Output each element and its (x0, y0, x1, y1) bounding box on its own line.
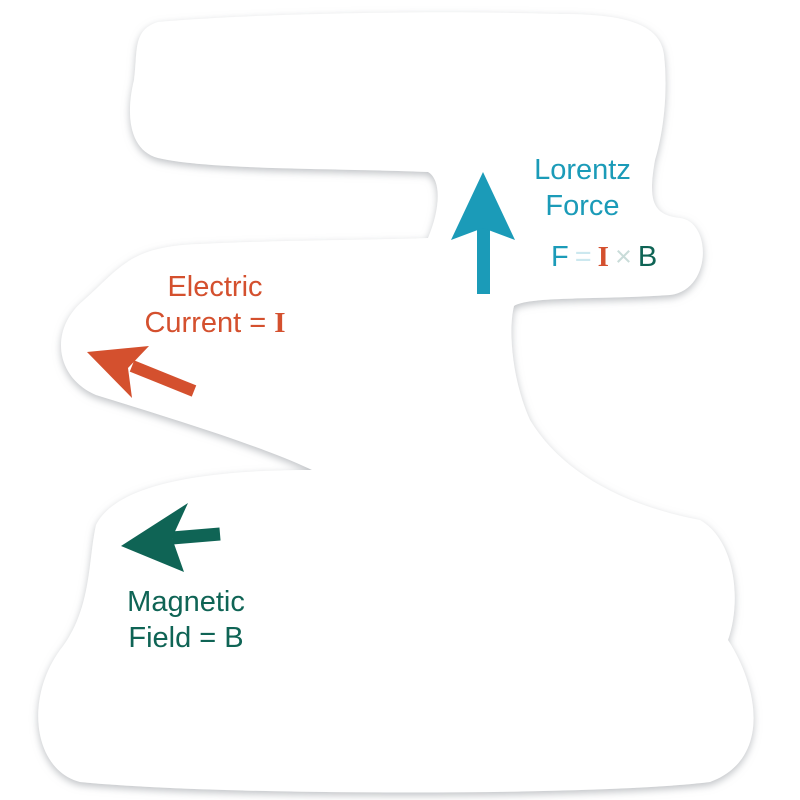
magnetic-field-arrow-icon (121, 503, 221, 572)
electric-line2-prefix: Current = (144, 307, 275, 339)
formula-b: B (637, 241, 658, 273)
lorentz-force-arrow-icon (451, 172, 515, 294)
electric-current-label: Electric Current = I (115, 269, 315, 341)
formula-f: F (551, 241, 569, 273)
magnetic-field-label: Magnetic Field = B (96, 584, 276, 656)
electric-line1: Electric (167, 271, 263, 303)
lorentz-formula: F=I×B (551, 239, 657, 275)
lorentz-force-label: Lorentz Force (500, 152, 665, 224)
sticker-outline (38, 12, 754, 793)
electric-current-arrow-icon (87, 346, 197, 398)
formula-equals: = (574, 241, 592, 273)
lorentz-line2: Force (545, 190, 620, 222)
magnetic-line1: Magnetic (127, 586, 245, 618)
electric-current-symbol: I (274, 307, 286, 339)
electric-line2: Current = I (115, 305, 315, 341)
lorentz-line1: Lorentz (534, 154, 631, 186)
magnetic-line2: Field = B (128, 622, 244, 654)
formula-times: × (614, 241, 632, 273)
formula-i: I (597, 241, 609, 273)
